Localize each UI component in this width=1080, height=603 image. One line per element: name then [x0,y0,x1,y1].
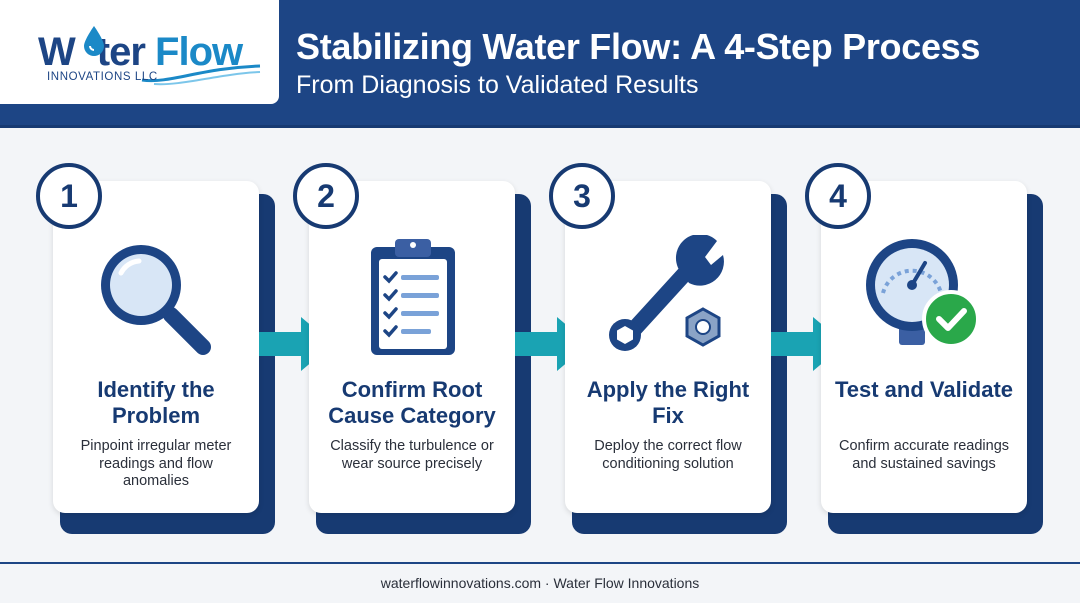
step-title: Confirm Root Cause Category [328,377,496,428]
step-card-4: Test and Validate Confirm accurate readi… [821,181,1027,513]
step-description: Deploy the correct flow conditioning sol… [594,438,742,472]
logo-subtitle: INNOVATIONS LLC [47,71,158,83]
step-title: Test and Validate [834,377,1014,402]
step-description: Classify the turbulence or wear source p… [330,438,494,472]
wave-swoosh-icon [141,64,261,86]
footer-divider [0,562,1080,564]
step-number-1: 1 [36,163,102,229]
step-number-3: 3 [549,163,615,229]
clipboard-checklist-icon [371,239,455,355]
step-card-1: Identify the Problem Pinpoint irregular … [53,181,259,513]
water-drop-icon [84,26,104,56]
page-subtitle: From Diagnosis to Validated Results [296,71,699,99]
footer-text: waterflowinnovations.com · Water Flow In… [380,575,700,591]
step-title: Identify the Problem [97,377,215,428]
step-title: Apply the Right Fix [586,377,750,428]
step-card-3: Apply the Right Fix Deploy the correct f… [565,181,771,513]
magnifying-glass-icon [101,245,211,355]
step-description: Confirm accurate readings and sustained … [838,438,1010,472]
step-number-2: 2 [293,163,359,229]
step-card-2: Confirm Root Cause Category Classify the… [309,181,515,513]
step-number-4: 4 [805,163,871,229]
page-title: Stabilizing Water Flow: A 4-Step Process [296,26,981,67]
wrench-and-nut-icon [609,235,724,351]
pressure-gauge-check-icon [866,239,980,348]
step-description: Pinpoint irregular meter readings and fl… [80,438,232,489]
